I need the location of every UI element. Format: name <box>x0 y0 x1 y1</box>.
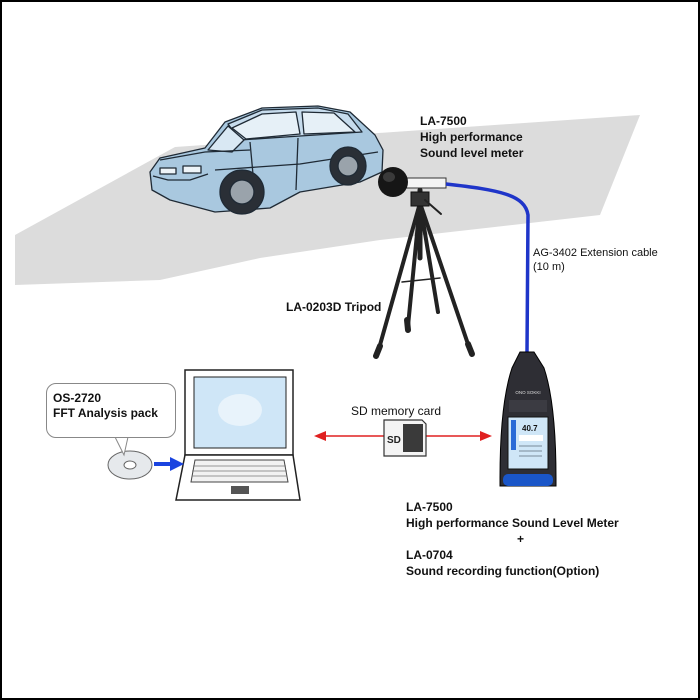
microphone-icon <box>378 167 447 197</box>
arrow-head-left <box>314 431 326 441</box>
meter-top-desc-line2: Sound level meter <box>420 146 524 160</box>
software-name-label: FFT Analysis pack <box>53 406 158 420</box>
option-desc-label: Sound recording function(Option) <box>406 564 600 578</box>
cd-icon <box>107 450 153 480</box>
meter-reading: 40.7 <box>522 424 538 433</box>
software-callout: OS-2720 FFT Analysis pack <box>46 383 176 438</box>
meter-bottom-model-label: LA-7500 <box>406 500 453 514</box>
meter-top-desc-line1: High performance <box>420 130 523 144</box>
arrow-head-right <box>480 431 492 441</box>
tripod-label: LA-0203D Tripod <box>286 300 382 314</box>
tripod-icon <box>373 187 475 359</box>
meter-bottom-desc-label: High performance Sound Level Meter <box>406 516 619 530</box>
cd-arrow-head <box>170 457 184 471</box>
sd-card-logo: SD <box>387 435 401 446</box>
software-model-label: OS-2720 <box>53 391 102 405</box>
meter-brand: ONO SOKKI <box>515 390 540 395</box>
option-model-label: LA-0704 <box>406 548 453 562</box>
sd-card-icon <box>383 419 427 457</box>
meter-top-model-label: LA-7500 <box>420 114 467 128</box>
meter-bottom-plus: + <box>517 532 525 546</box>
car-icon <box>149 105 384 215</box>
sd-card-label: SD memory card <box>351 404 442 418</box>
laptop-icon <box>175 369 301 501</box>
cable-label-line2: (10 m) <box>533 261 565 273</box>
sound-level-meter-icon <box>499 351 557 487</box>
cable-label-line1: AG-3402 Extension cable <box>533 247 658 259</box>
extension-cable <box>445 182 530 353</box>
